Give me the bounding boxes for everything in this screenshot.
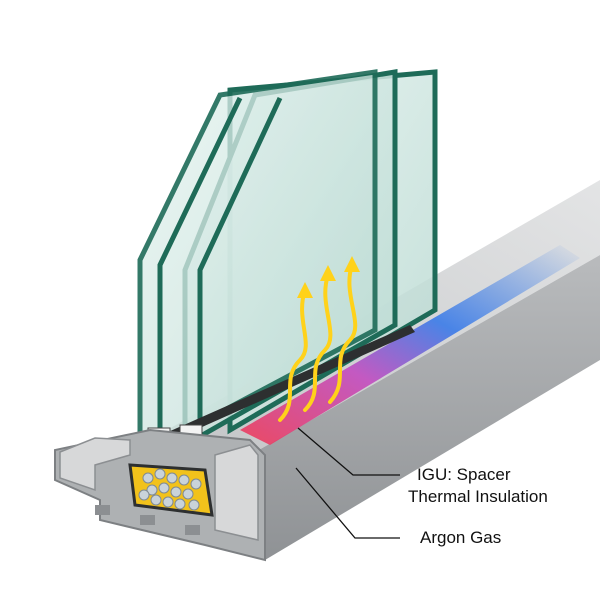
callout-line-argon <box>295 467 400 539</box>
igu-label-line2: Thermal Insulation <box>408 487 548 506</box>
argon-gas-label: Argon Gas <box>420 528 502 547</box>
igu-label-line1: IGU: Spacer <box>417 465 511 484</box>
thermal-insulation-core <box>128 463 214 517</box>
heat-gradient-strip <box>240 245 580 445</box>
spacer-strip <box>150 325 415 448</box>
heat-rising-arrows-icon <box>278 256 360 422</box>
frame-side-face <box>250 255 600 560</box>
callout-line-igu <box>297 427 400 476</box>
